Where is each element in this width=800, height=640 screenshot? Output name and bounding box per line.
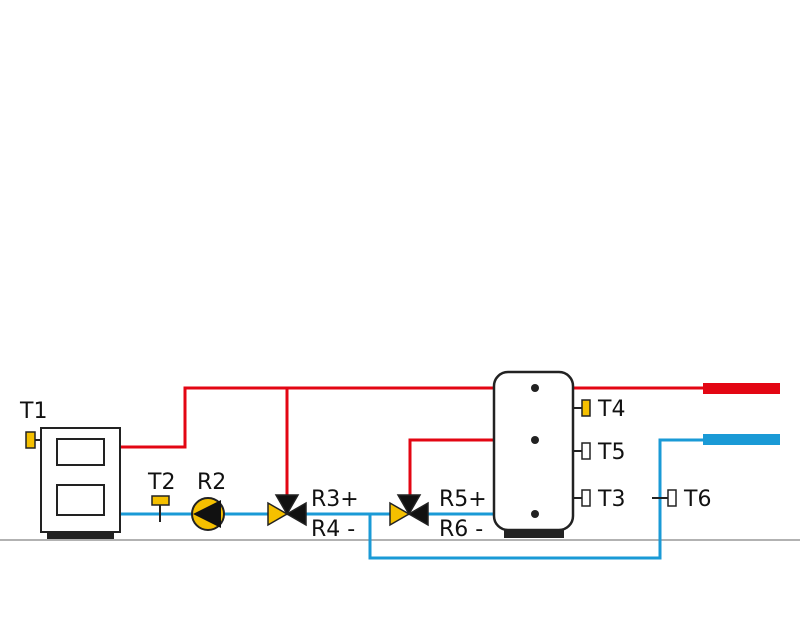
label-t6: T6 <box>683 487 711 512</box>
label-t2: T2 <box>147 470 175 495</box>
storage-tank-icon <box>492 370 575 538</box>
label-r4: R4 - <box>311 517 355 542</box>
tank-port-bottom <box>531 510 539 518</box>
cold-return-loop <box>368 438 705 560</box>
boiler-icon <box>40 427 121 539</box>
sensor-t6-icon <box>652 489 677 507</box>
sensor-t3-icon <box>573 489 591 507</box>
label-t1: T1 <box>19 399 47 424</box>
label-t3: T3 <box>597 487 625 512</box>
valve-r3-r4-icon <box>267 494 307 527</box>
boiler-flow-pipe <box>120 386 497 449</box>
valve-r5-r6-icon <box>389 494 429 527</box>
pump-r2-icon <box>191 497 225 531</box>
tank-port-top <box>531 384 539 392</box>
tank-port-mid <box>531 436 539 444</box>
label-t4: T4 <box>597 397 625 422</box>
label-r2: R2 <box>197 470 226 495</box>
label-t5: T5 <box>597 440 625 465</box>
cold-inlet-thick <box>703 434 780 445</box>
label-r3: R3+ <box>311 487 359 512</box>
sensor-t1-icon <box>25 431 41 449</box>
sensor-t4-icon <box>573 399 591 417</box>
hot-outlet-thick <box>703 383 780 394</box>
label-r6: R6 - <box>439 517 483 542</box>
sensor-t2-icon <box>151 495 170 522</box>
sensor-t5-icon <box>573 442 591 460</box>
label-r5: R5+ <box>439 487 487 512</box>
valve2-branch-pipe <box>408 438 497 496</box>
